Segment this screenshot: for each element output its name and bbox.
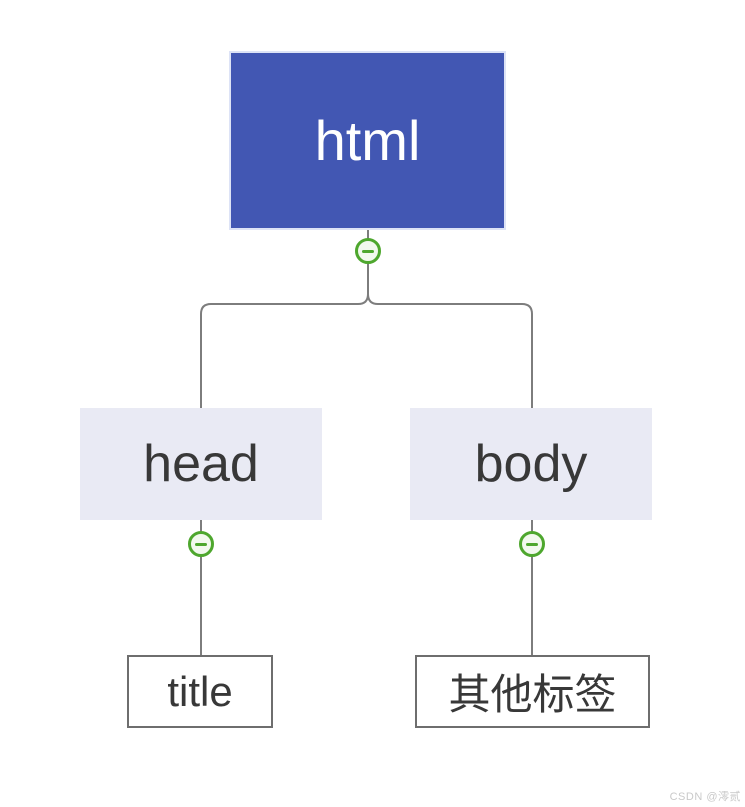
watermark: CSDN @澪贰 bbox=[669, 791, 741, 803]
minus-icon bbox=[195, 542, 207, 546]
node-other-tags[interactable]: 其他标签 bbox=[415, 655, 650, 728]
node-title-label: title bbox=[167, 667, 233, 715]
node-html-label: html bbox=[314, 109, 421, 172]
node-html[interactable]: html bbox=[229, 51, 506, 230]
node-body[interactable]: body bbox=[410, 408, 652, 520]
node-head[interactable]: head bbox=[80, 408, 322, 520]
node-body-label: body bbox=[474, 435, 588, 493]
connector-root-body bbox=[367, 293, 533, 409]
collapse-button-html[interactable] bbox=[355, 238, 381, 264]
node-head-label: head bbox=[143, 435, 259, 493]
node-title[interactable]: title bbox=[127, 655, 273, 728]
collapse-button-head[interactable] bbox=[188, 531, 214, 557]
minus-icon bbox=[526, 542, 538, 546]
minus-icon bbox=[362, 249, 374, 253]
node-other-tags-label: 其他标签 bbox=[448, 671, 617, 718]
collapse-button-body[interactable] bbox=[519, 531, 545, 557]
connector-root-head bbox=[200, 293, 369, 409]
